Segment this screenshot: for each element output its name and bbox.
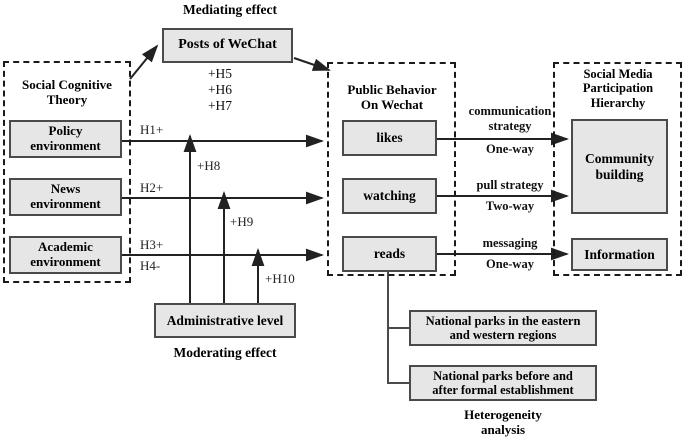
node-news-environment[interactable]: News environment [9,178,122,216]
node-posts-of-wechat[interactable]: Posts of WeChat [162,28,293,63]
node-reads[interactable]: reads [342,236,437,272]
node-community-building[interactable]: Community building [571,119,668,214]
edge-heterogeneity-branch-2 [387,328,409,384]
node-national-parks-regions[interactable]: National parks in the eastern and wester… [409,310,597,346]
edge-heterogeneity-branch-1 [387,272,409,329]
group-social-cognitive-theory [3,61,131,283]
label-h4: H4- [140,258,161,273]
caption-mediating-effect: Mediating effect [182,2,278,17]
label-h1: H1+ [140,122,164,137]
label-messaging: messaging [482,236,538,250]
group-public-behavior [327,62,456,276]
group-label-participation-hierarchy: Social Media Participation Hierarchy [582,67,654,110]
group-label-social-cognitive-theory: Social Cognitive Theory [22,77,112,107]
label-mediating-hypotheses: +H5 +H6 +H7 [207,66,233,114]
node-likes[interactable]: likes [342,120,437,156]
label-communication-one-way: One-way [486,142,534,156]
caption-moderating-effect: Moderating effect [173,345,277,360]
node-watching[interactable]: watching [342,178,437,214]
node-national-parks-establishment[interactable]: National parks before and after formal e… [409,365,597,401]
edge-theory-to-posts [129,44,159,80]
edge-posts-to-public-behavior [293,57,331,71]
group-label-public-behavior: Public Behavior On Wechat [347,82,437,112]
node-administrative-level[interactable]: Administrative level [154,303,296,338]
label-pull-strategy: pull strategy [476,178,544,192]
label-h3: H3+ [140,237,164,252]
label-pull-two-way: Two-way [485,199,535,213]
caption-heterogeneity-analysis: Heterogeneity analysis [464,407,542,437]
node-academic-environment[interactable]: Academic environment [9,236,122,274]
label-h10: +H10 [265,271,295,286]
group-participation-hierarchy [553,62,682,276]
node-policy-environment[interactable]: Policy environment [9,120,122,158]
node-information[interactable]: Information [571,238,668,271]
label-h8: +H8 [197,158,221,173]
label-h9: +H9 [230,214,254,229]
label-messaging-one-way: One-way [486,257,534,271]
label-h2: H2+ [140,180,164,195]
label-communication-strategy: communication strategy [468,104,552,133]
